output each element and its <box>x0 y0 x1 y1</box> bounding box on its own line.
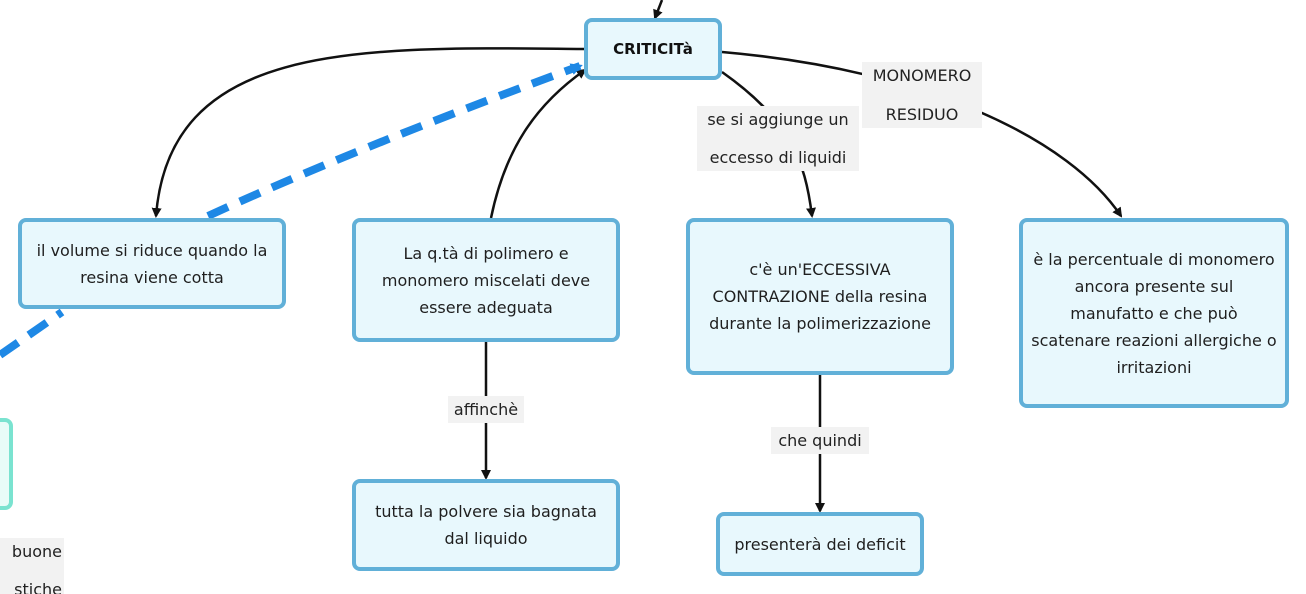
edge-label-aggiunge: se si aggiunge un eccesso di liquidi <box>697 106 859 171</box>
deficit-label: presenterà dei deficit <box>734 534 906 554</box>
edge-label-affinche-text: affinchè <box>453 400 519 419</box>
edge-label-che-quindi-text: che quindi <box>778 431 862 450</box>
polvere-label: tutta la polvere sia bagnata dal liquido <box>375 502 597 548</box>
dashed-cross-link-upper <box>206 62 583 220</box>
edge-label-monomero-residuo: MONOMERO RESIDUO <box>862 62 982 128</box>
edge-label-aggiunge-line2: eccesso di liquidi <box>709 148 847 167</box>
quantita-label: La q.tà di polimero e monomero miscelati… <box>381 243 591 317</box>
deficit-node[interactable]: presenterà dei deficit <box>716 512 924 576</box>
connector-criticita-volume <box>151 47 586 218</box>
criticita-node[interactable]: CRITICITà <box>584 18 722 80</box>
criticita-label: CRITICITà <box>613 39 693 58</box>
contrazione-node[interactable]: c'è un'ECCESSIVA CONTRAZIONE della resin… <box>686 218 954 375</box>
dashed-cross-link <box>0 308 65 359</box>
edge-label-partial: buone stiche <box>0 538 64 594</box>
volume-node[interactable]: il volume si riduce quando la resina vie… <box>18 218 286 309</box>
partial-node[interactable] <box>0 418 13 510</box>
monomero-residuo-node[interactable]: è la percentuale di monomero ancora pres… <box>1019 218 1289 408</box>
polvere-node[interactable]: tutta la polvere sia bagnata dal liquido <box>352 479 620 571</box>
edge-label-monomero-line1: MONOMERO <box>872 66 972 85</box>
volume-label: il volume si riduce quando la resina vie… <box>36 240 268 287</box>
incoming-connector <box>653 0 664 20</box>
connector-quantita-criticita <box>489 68 587 219</box>
edge-label-aggiunge-line1: se si aggiunge un <box>707 110 849 129</box>
monomero-residuo-label: è la percentuale di monomero ancora pres… <box>1031 249 1277 377</box>
edge-label-monomero-line2: RESIDUO <box>885 105 959 124</box>
edge-label-partial-line2: stiche <box>14 580 62 594</box>
edge-label-partial-line1: buone <box>11 542 62 561</box>
quantita-node[interactable]: La q.tà di polimero e monomero miscelati… <box>352 218 620 342</box>
edge-label-che-quindi: che quindi <box>771 427 869 454</box>
edge-label-affinche: affinchè <box>448 396 524 423</box>
contrazione-label: c'è un'ECCESSIVA CONTRAZIONE della resin… <box>709 260 931 333</box>
